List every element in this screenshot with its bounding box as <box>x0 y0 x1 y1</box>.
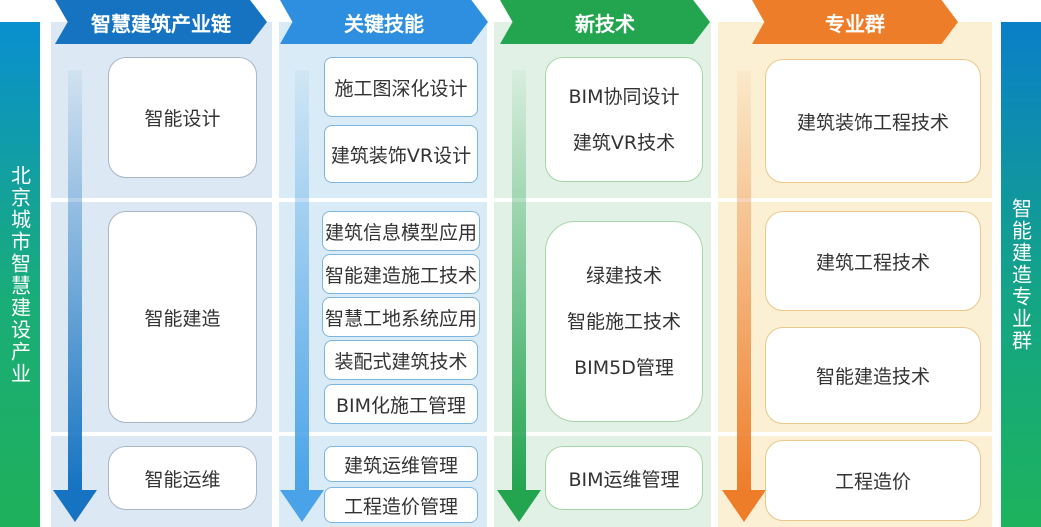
program-label: 建筑工程技术 <box>815 251 930 274</box>
skill-label: 工程造价管理 <box>343 495 458 518</box>
skill-box: 建筑信息模型应用 <box>322 211 480 251</box>
right-sidebar: 智能建造专业群 <box>1001 22 1041 527</box>
tech-box-design: BIM协同设计 建筑VR技术 <box>545 57 703 182</box>
tech-label: 绿建技术 <box>585 264 662 287</box>
header-industry-chain-label: 智慧建筑产业链 <box>91 11 231 36</box>
skill-box: 装配式建筑技术 <box>324 340 478 380</box>
header-program-group: 专业群 <box>752 0 958 44</box>
program-box: 工程造价 <box>765 440 981 521</box>
skill-box: 智慧工地系统应用 <box>322 297 480 337</box>
header-key-skills-label: 关键技能 <box>344 11 424 36</box>
skill-box: 建筑运维管理 <box>324 446 478 482</box>
industry-box-construction: 智能建造 <box>108 211 257 423</box>
skill-label: 智能建造施工技术 <box>324 264 477 287</box>
header-new-tech: 新技术 <box>500 0 710 44</box>
skill-label: 建筑信息模型应用 <box>324 221 477 244</box>
tech-label: 建筑VR技术 <box>572 131 676 154</box>
down-arrow-blue <box>280 70 324 522</box>
down-arrow-orange <box>722 70 766 522</box>
tech-box-construction: 绿建技术 智能施工技术 BIM5D管理 <box>545 221 703 422</box>
program-box: 建筑装饰工程技术 <box>765 59 981 183</box>
tech-label: BIM运维管理 <box>568 468 680 491</box>
skill-label: 智慧工地系统应用 <box>324 307 477 330</box>
left-sidebar: 北京城市智慧建设产业 <box>0 22 40 527</box>
industry-box-design: 智能设计 <box>108 57 257 178</box>
program-label: 工程造价 <box>834 471 911 493</box>
down-arrow-blue-dark <box>53 70 97 522</box>
skill-label: 建筑运维管理 <box>343 454 458 477</box>
down-arrow-green <box>497 70 541 522</box>
skill-box: 工程造价管理 <box>324 487 478 523</box>
tech-label: 智能施工技术 <box>566 310 681 333</box>
program-label: 智能建造技术 <box>815 366 930 388</box>
skill-box: BIM化施工管理 <box>324 384 478 424</box>
left-sidebar-label: 北京城市智慧建设产业 <box>7 164 32 385</box>
skill-label: 建筑装饰VR设计 <box>330 144 472 167</box>
header-key-skills: 关键技能 <box>280 0 488 44</box>
industry-box-label: 智能运维 <box>144 468 221 491</box>
skill-box: 建筑装饰VR设计 <box>324 125 478 183</box>
industry-box-operation: 智能运维 <box>108 446 257 510</box>
tech-label: BIM5D管理 <box>574 356 674 379</box>
program-box: 智能建造技术 <box>765 327 981 424</box>
skill-label: 施工图深化设计 <box>334 77 468 100</box>
header-program-group-label: 专业群 <box>825 11 885 36</box>
right-sidebar-label: 智能建造专业群 <box>1008 197 1033 352</box>
program-box: 建筑工程技术 <box>765 211 981 311</box>
skill-label: BIM化施工管理 <box>335 394 467 417</box>
industry-box-label: 智能建造 <box>144 307 221 330</box>
tech-label: BIM协同设计 <box>568 85 680 108</box>
skill-box: 智能建造施工技术 <box>322 254 480 294</box>
skill-box: 施工图深化设计 <box>324 57 478 117</box>
header-industry-chain: 智慧建筑产业链 <box>55 0 267 44</box>
skill-label: 装配式建筑技术 <box>334 350 468 373</box>
tech-box-operation: BIM运维管理 <box>545 446 703 510</box>
program-label: 建筑装饰工程技术 <box>796 111 949 134</box>
header-new-tech-label: 新技术 <box>575 11 635 36</box>
industry-box-label: 智能设计 <box>144 108 221 130</box>
